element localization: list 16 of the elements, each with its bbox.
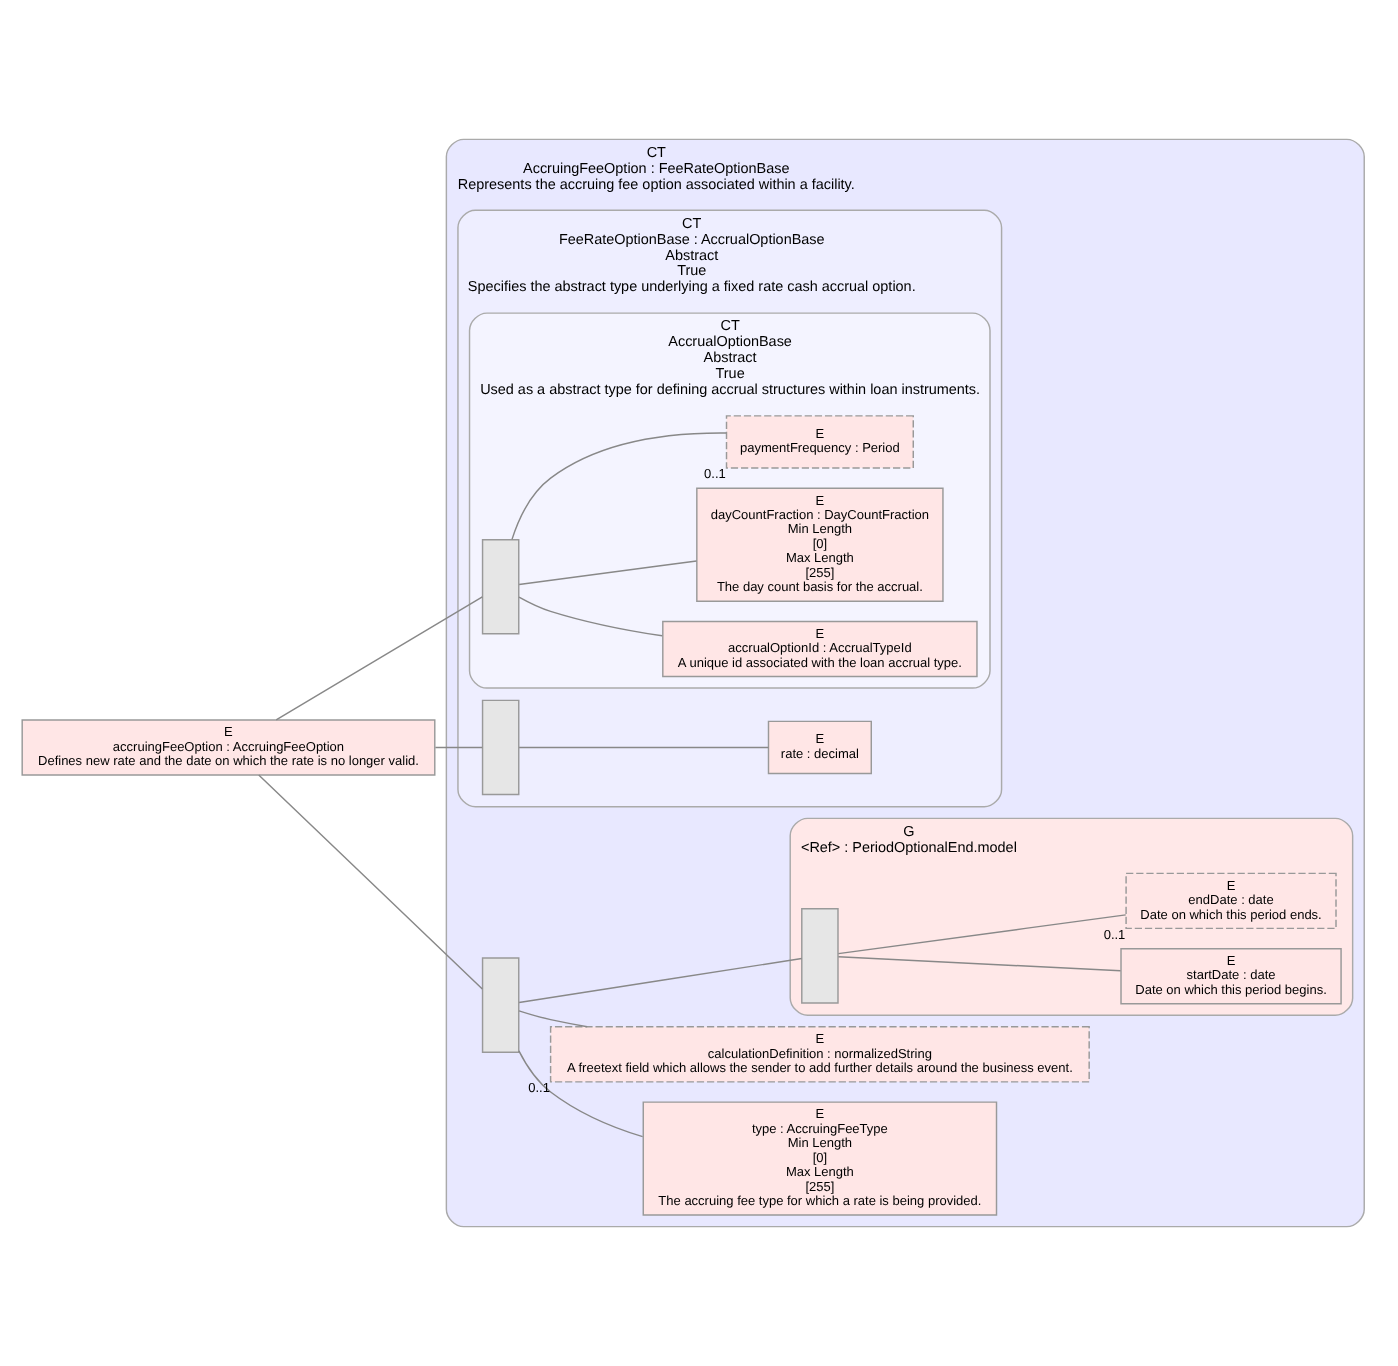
connector (275, 596, 484, 721)
connector (518, 957, 803, 1004)
connector (837, 914, 1127, 955)
node-box (481, 538, 520, 635)
connector (837, 956, 1122, 972)
node-box (481, 957, 520, 1053)
connector (511, 432, 728, 541)
node-box (801, 908, 839, 1004)
connector (518, 596, 663, 637)
connector (518, 1010, 588, 1028)
connector (518, 746, 770, 749)
connector (518, 1050, 644, 1138)
connector (518, 560, 698, 586)
node-box (481, 699, 520, 796)
connector (434, 746, 483, 749)
connector (258, 774, 484, 990)
